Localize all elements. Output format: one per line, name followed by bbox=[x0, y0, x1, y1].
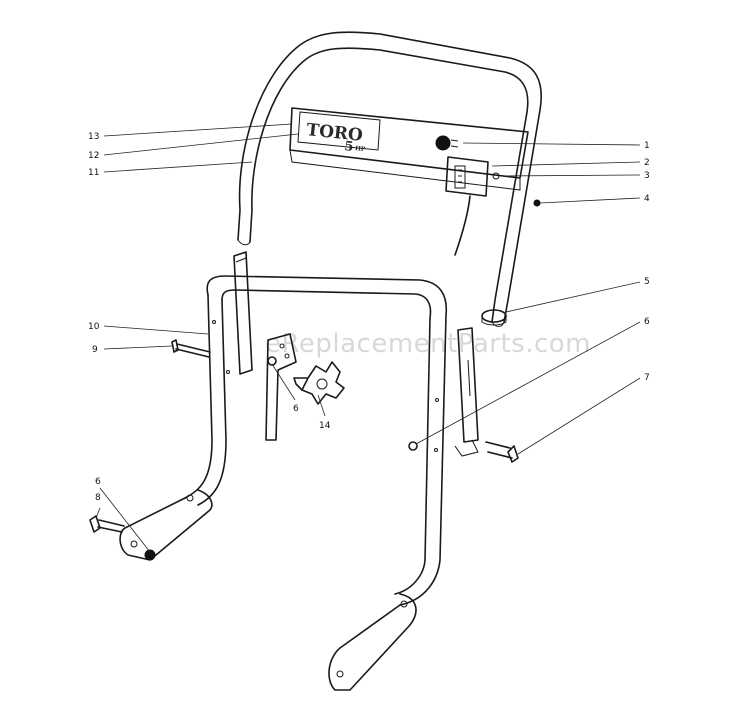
callout-13: 13 bbox=[88, 132, 99, 142]
control-panel bbox=[289, 107, 529, 191]
leader-lines bbox=[95, 123, 641, 553]
callout-3: 3 bbox=[644, 171, 650, 181]
watermark-text: eReplacementParts.com bbox=[265, 329, 591, 359]
callout-1: 1 bbox=[644, 141, 650, 151]
decal-rating-text: 5 bbox=[344, 139, 355, 155]
star-knob bbox=[293, 361, 345, 405]
throttle-control bbox=[445, 156, 500, 256]
callout-labels: 13 12 11 1 2 3 4 5 6 7 10 9 6 14 6 8 bbox=[88, 132, 650, 503]
callout-6-center: 6 bbox=[293, 404, 299, 414]
center-bracket bbox=[265, 333, 297, 441]
decal-brand-text: TORO bbox=[305, 120, 363, 146]
callout-9: 9 bbox=[92, 345, 98, 355]
callout-4: 4 bbox=[644, 194, 650, 204]
callout-8: 8 bbox=[95, 493, 101, 503]
nut-4 bbox=[533, 199, 541, 207]
bolt-8 bbox=[89, 515, 125, 533]
bolt-9 bbox=[171, 339, 211, 358]
washer-6 bbox=[267, 356, 277, 366]
throttle-knob bbox=[435, 135, 451, 151]
decal-unit-text: HP bbox=[355, 145, 366, 153]
callout-5: 5 bbox=[644, 277, 650, 287]
callout-2: 2 bbox=[644, 158, 650, 168]
cable-clip bbox=[481, 309, 507, 326]
callout-6-left: 6 bbox=[95, 477, 101, 487]
callout-7: 7 bbox=[644, 373, 650, 383]
right-connector bbox=[454, 327, 479, 457]
callout-12: 12 bbox=[88, 151, 99, 161]
callout-14: 14 bbox=[319, 421, 331, 431]
callout-6-right: 6 bbox=[644, 317, 650, 327]
callout-11: 11 bbox=[88, 168, 99, 178]
bolt-7 bbox=[485, 441, 519, 463]
nut-6-left bbox=[144, 549, 156, 561]
callout-10: 10 bbox=[88, 322, 100, 332]
nut-6-right bbox=[408, 441, 418, 451]
left-connector bbox=[233, 251, 253, 375]
toro-decal: TORO 5 HP bbox=[297, 111, 381, 155]
upper-handle bbox=[237, 31, 542, 327]
